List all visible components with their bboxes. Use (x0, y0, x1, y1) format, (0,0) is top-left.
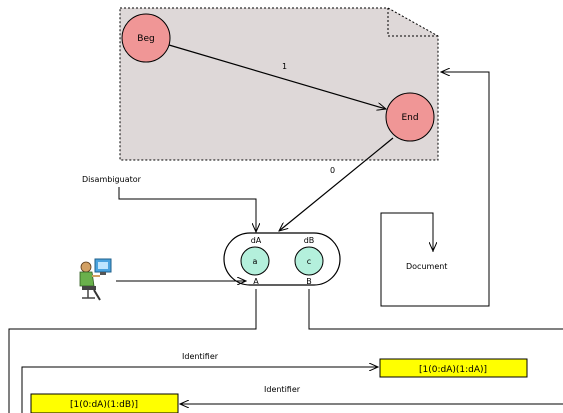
end-node-label: End (401, 113, 418, 123)
document-fold (387, 8, 438, 37)
user-at-computer-icon (79, 258, 112, 301)
disambiguator-connector (118, 187, 256, 232)
state-c-label: c (307, 257, 311, 266)
identifier-top-label: Identifier (182, 352, 219, 361)
port-da-label: dA (251, 236, 262, 245)
identifier-box-left-text: [1(0:dA)(1:dB)] (70, 400, 138, 410)
identifier-top-connector (21, 367, 378, 413)
port-a-output-connector (8, 289, 257, 413)
edge-beg-to-end-label: 1 (282, 62, 287, 71)
identifier-box-left[interactable] (30, 393, 179, 413)
beg-node[interactable] (121, 13, 171, 63)
edge-end-to-component-label: 0 (330, 166, 335, 175)
document-label: Document (406, 262, 447, 271)
disambiguator-label: Disambiguator (82, 175, 142, 184)
identifier-box-right[interactable] (379, 358, 528, 378)
state-a-label: a (253, 257, 258, 266)
port-db-label: dB (304, 236, 315, 245)
port-b-output-connector (308, 289, 563, 330)
port-b-label: B (306, 277, 312, 286)
edge-end-to-component (279, 137, 394, 231)
edge-beg-to-end (168, 44, 386, 109)
port-a-label: A (253, 277, 259, 286)
end-node[interactable] (385, 92, 435, 142)
identifier-box-right-text: [1(0:dA)(1:dA)] (419, 365, 487, 375)
state-c-node[interactable] (294, 246, 324, 276)
document-loop-connector (380, 72, 490, 307)
beg-node-label: Beg (137, 34, 154, 44)
state-a-node[interactable] (240, 246, 270, 276)
document-region (119, 7, 439, 161)
identifier-bottom-label: Identifier (264, 385, 301, 394)
